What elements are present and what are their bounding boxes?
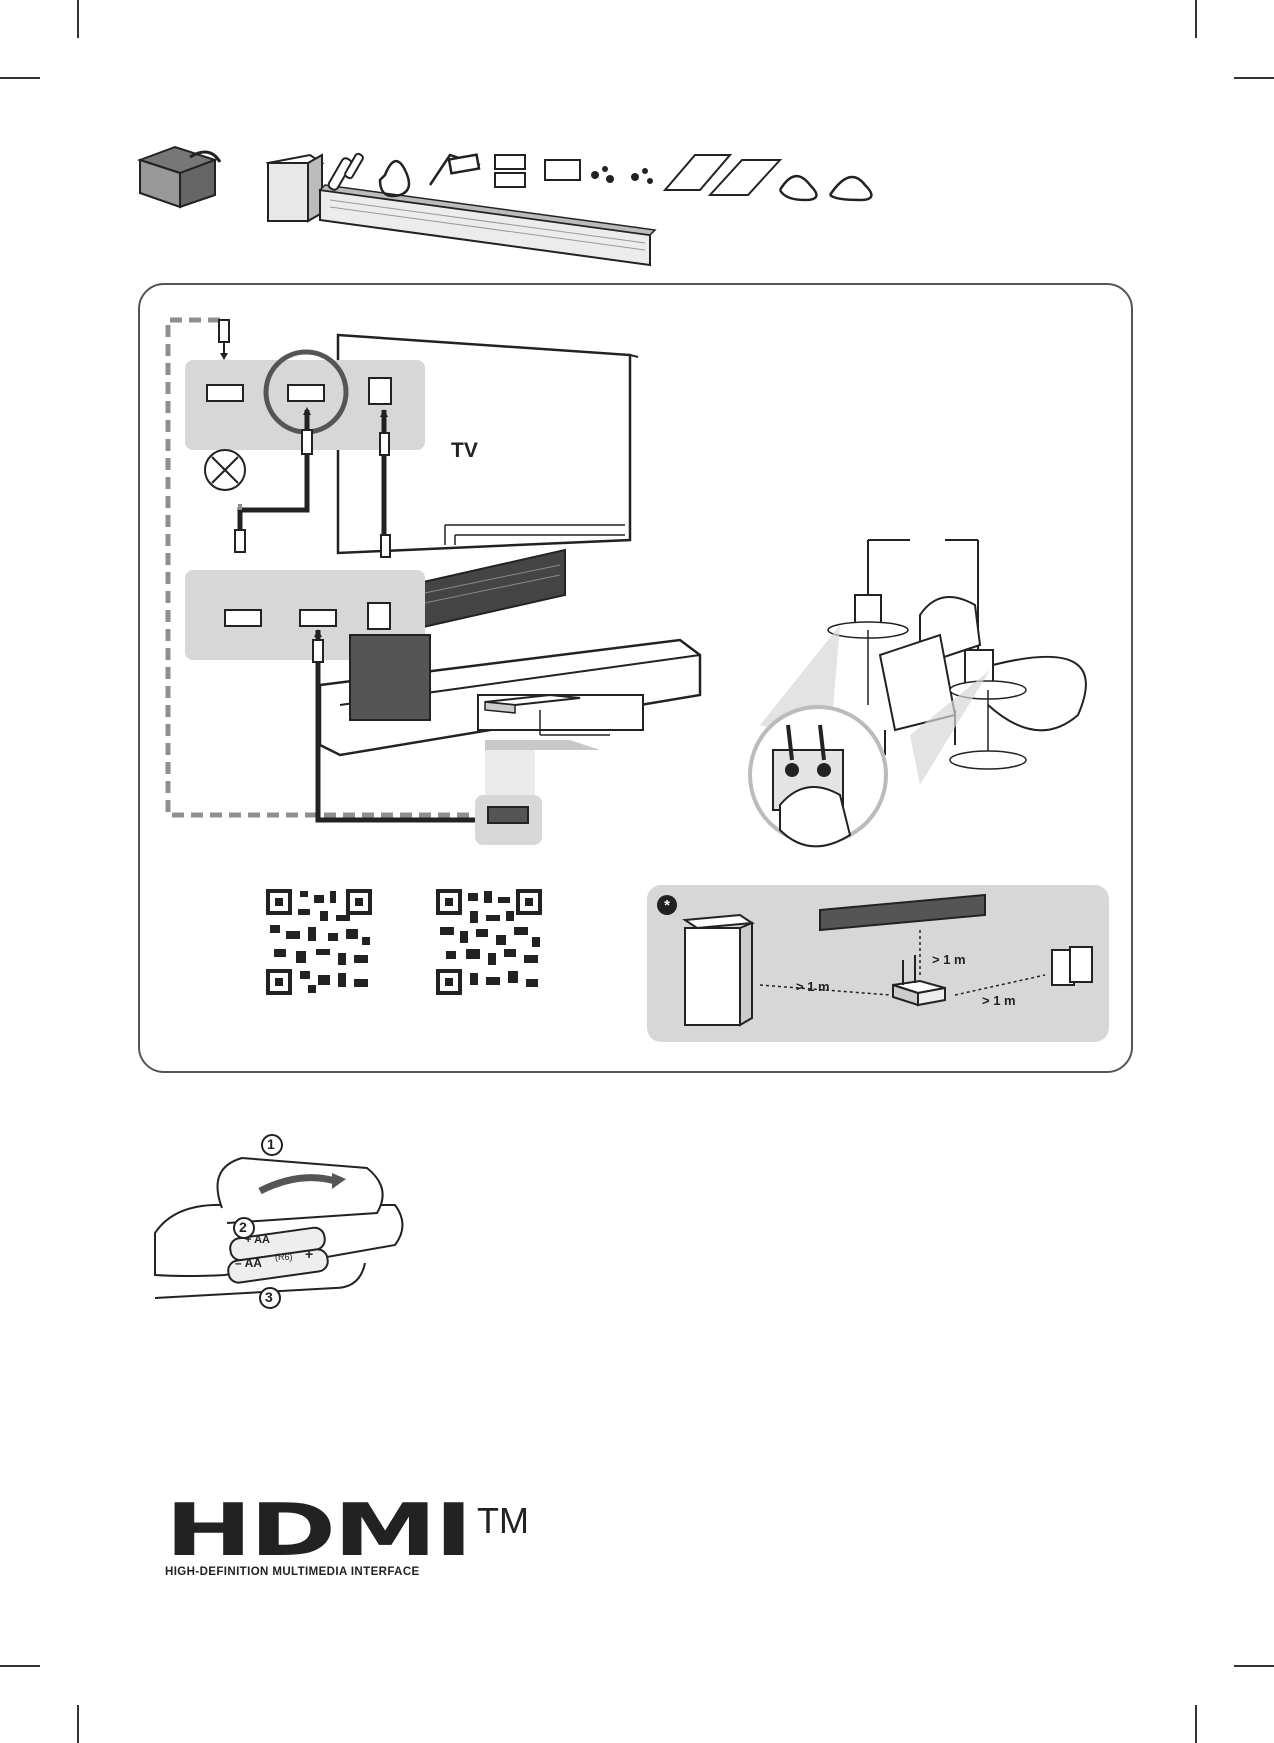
box-icon xyxy=(140,147,220,207)
hdmi-tagline: HIGH-DEFINITION MULTIMEDIA INTERFACE xyxy=(165,1566,420,1578)
battery-aa-top: + AA xyxy=(245,1234,270,1246)
hdmi-wordmark: HDMI xyxy=(165,1500,470,1560)
hdmi-trademark: TM xyxy=(477,1500,529,1542)
package-contents xyxy=(130,135,940,275)
room-setup-illustration xyxy=(750,540,1086,846)
optical-cable-item xyxy=(780,176,816,200)
distance-label-bar: > 1 m xyxy=(932,952,966,967)
wall-bracket-item xyxy=(495,155,580,187)
crop-mark xyxy=(1234,77,1274,79)
crop-mark xyxy=(0,1665,40,1667)
crop-mark xyxy=(77,0,79,38)
connection-diagram-panel: * TV > 1 m > 1 m > 1 m xyxy=(138,283,1133,1073)
manuals-item xyxy=(665,155,780,195)
tv-label: TV xyxy=(451,439,478,463)
battery-r6-label: (R6) xyxy=(275,1252,293,1262)
qr-code-left xyxy=(265,888,373,996)
step-3-label: 3 xyxy=(265,1289,273,1305)
crop-mark xyxy=(1195,0,1197,38)
svg-text:*: * xyxy=(664,897,670,914)
battery-aa-bottom: – AA xyxy=(235,1256,262,1270)
qr-code-right xyxy=(435,888,543,996)
crop-mark xyxy=(1234,1665,1274,1667)
soundbar-item xyxy=(320,185,655,265)
hdmi-logo: HDMI TM HIGH-DEFINITION MULTIMEDIA INTER… xyxy=(165,1500,545,1585)
power-cable-item xyxy=(380,155,480,196)
distance-label-sub: > 1 m xyxy=(796,979,830,994)
step-2-label: 2 xyxy=(239,1219,247,1235)
hdmi-cable-item xyxy=(830,177,871,200)
remote-item xyxy=(327,153,364,191)
distance-label-rear: > 1 m xyxy=(982,993,1016,1008)
subwoofer-item xyxy=(268,155,322,221)
battery-plus: + xyxy=(305,1246,313,1262)
crop-mark xyxy=(1195,1705,1197,1743)
battery-install-illustration: 1 2 3 + AA – AA (R6) + xyxy=(150,1133,405,1313)
crop-mark xyxy=(77,1705,79,1743)
crop-mark xyxy=(0,77,40,79)
screws-item xyxy=(591,166,653,184)
step-1-label: 1 xyxy=(267,1136,275,1152)
